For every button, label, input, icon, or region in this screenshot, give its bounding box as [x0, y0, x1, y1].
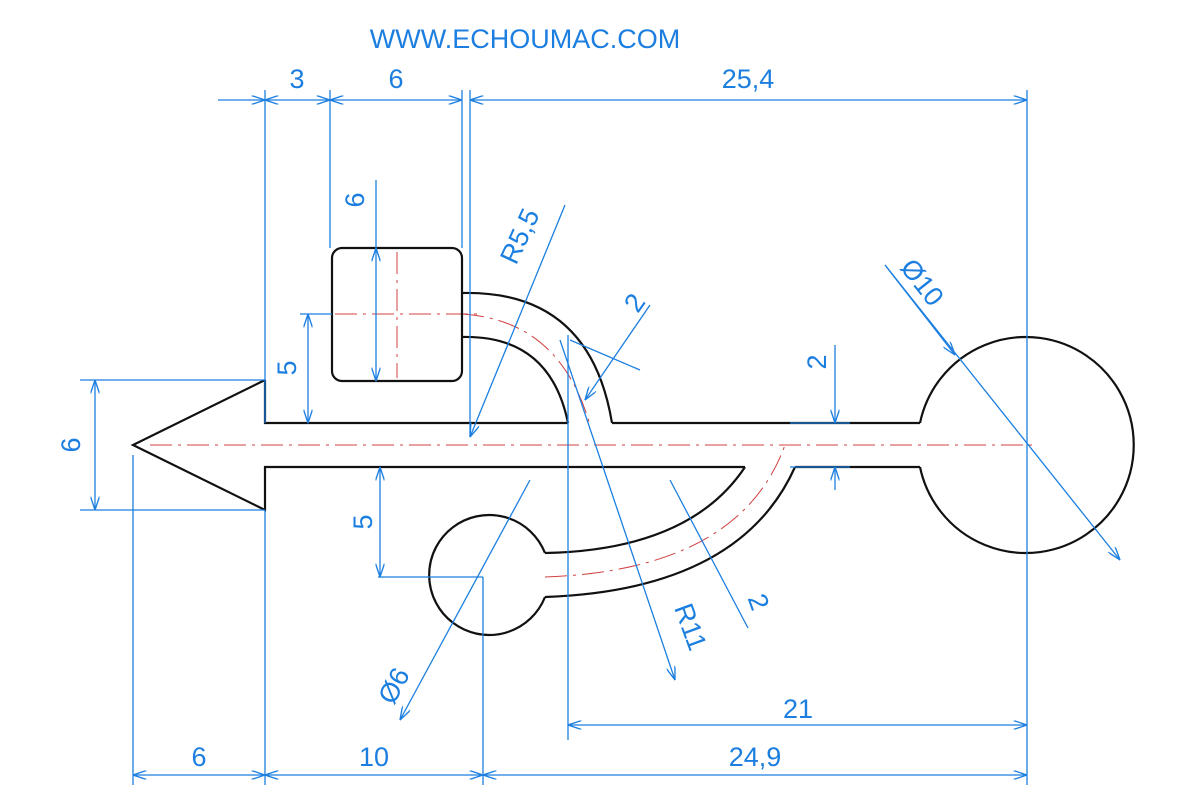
- dim-square-height: 6: [340, 192, 370, 207]
- dim-radius-small: R5,5: [494, 204, 545, 268]
- dim-radius-large: R11: [668, 599, 712, 654]
- website-title: WWW.ECHOUMAC.COM: [370, 24, 680, 54]
- small-circle: [428, 513, 547, 637]
- dim-lower-offset: 5: [348, 514, 378, 529]
- dim-bottom-24-9: 24,9: [729, 742, 782, 772]
- big-circle: [918, 335, 1135, 555]
- dim-top-25-4: 25,4: [722, 64, 775, 94]
- dim-bottom-21: 21: [783, 694, 813, 724]
- dim-big-circle: Ø10: [895, 253, 950, 312]
- dim-shaft-width: 2: [802, 354, 832, 369]
- dim-top-6: 6: [388, 64, 403, 94]
- dim-top-3: 3: [289, 64, 304, 94]
- dim-upper-width: 2: [618, 288, 651, 318]
- dim-square-offset: 5: [272, 360, 302, 375]
- dim-bottom-10: 10: [359, 742, 389, 772]
- center-lines: [150, 252, 1035, 578]
- dim-lower-width: 2: [742, 590, 775, 614]
- dim-bottom-6: 6: [191, 742, 206, 772]
- dimension-lines: [80, 90, 1120, 785]
- dim-arrow-height: 6: [56, 437, 86, 452]
